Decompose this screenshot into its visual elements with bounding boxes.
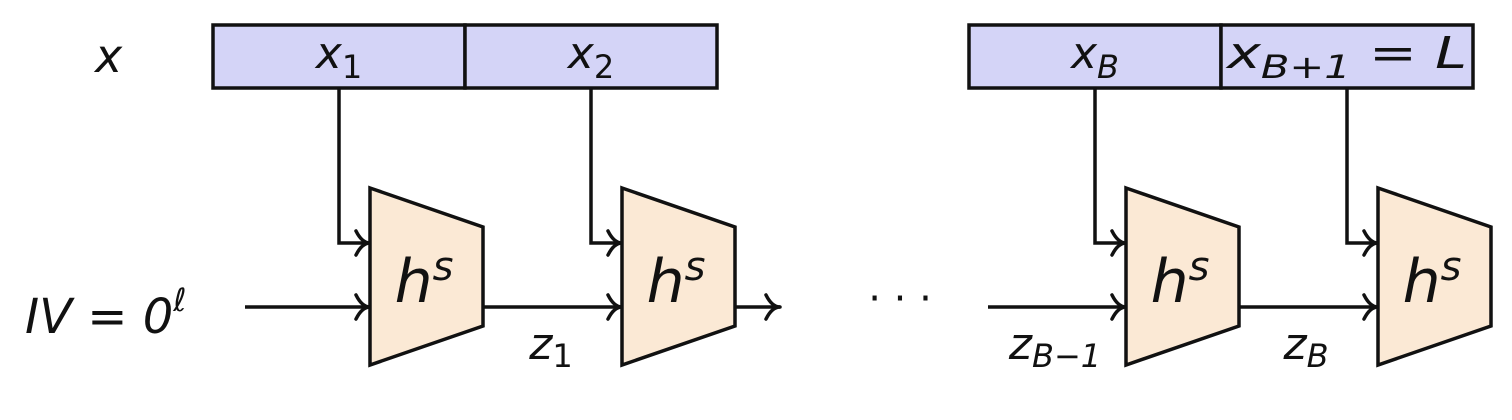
feed-wire-b-plus-1 [1345, 88, 1378, 245]
feed-wire-b [1093, 88, 1126, 245]
iv-label: IV = 0ℓ [25, 281, 186, 345]
message-block-1 [211, 23, 467, 90]
function-label-b-plus-1: hs [1403, 244, 1462, 317]
block-label-b: xB [1069, 28, 1119, 86]
compression-function-1 [368, 185, 485, 368]
block-label-1: x1 [314, 28, 362, 86]
compression-function-b [1124, 185, 1241, 368]
ellipsis: · · · [868, 276, 932, 322]
function-label-2: hs [647, 244, 706, 317]
block-label-2: x2 [566, 28, 614, 86]
feed-wire-2 [589, 88, 622, 245]
compression-function-b-plus-1 [1376, 185, 1493, 368]
function-label-1: hs [395, 244, 454, 317]
compression-function-2 [620, 185, 737, 368]
message-label: x [93, 29, 123, 83]
arrow-heads [354, 229, 1380, 321]
arrow-head-icon [764, 293, 782, 321]
compression-functions: hs hs hs hs [368, 185, 1493, 368]
feed-wire-1 [337, 88, 370, 245]
function-label-b: hs [1151, 244, 1210, 317]
chain-label-z-b: zB [1282, 319, 1328, 375]
chain-label-z1: z1 [528, 319, 572, 375]
message-block-b-plus-1 [1219, 23, 1475, 90]
chain-label-z-b-minus-1: zB−1 [1008, 319, 1101, 375]
block-feed-wires [337, 88, 1378, 245]
